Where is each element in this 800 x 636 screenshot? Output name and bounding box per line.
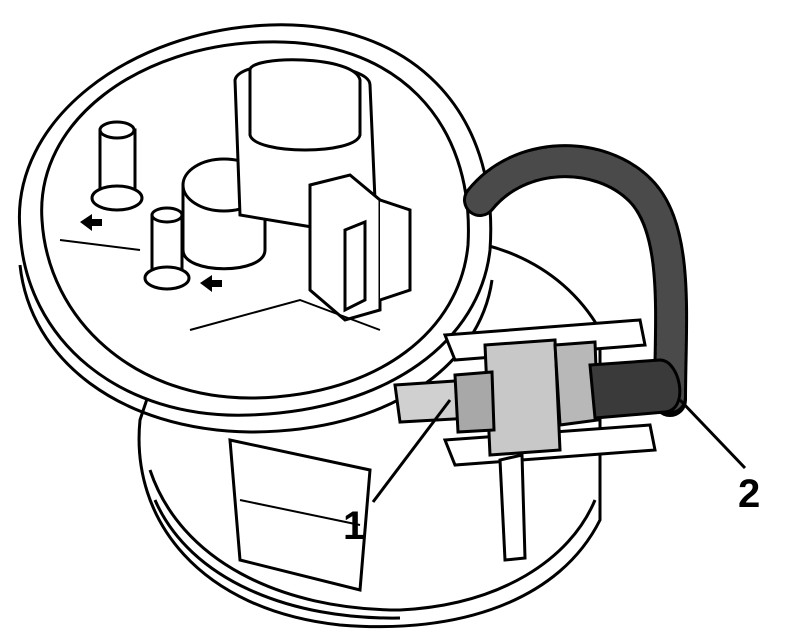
arrow-left-icon: [200, 275, 222, 292]
wiring-hose: [463, 144, 689, 417]
arrow-icons: [80, 214, 222, 292]
callout-label-2: 2: [738, 472, 761, 516]
electrical-connector: [393, 318, 682, 562]
leader-line-2: [678, 398, 747, 470]
leader-line-1: [371, 399, 452, 503]
arrow-left-icon: [80, 214, 102, 231]
callout-label-1: 1: [343, 504, 366, 548]
lid-details: [59, 58, 412, 331]
leader-lines: [371, 398, 747, 503]
